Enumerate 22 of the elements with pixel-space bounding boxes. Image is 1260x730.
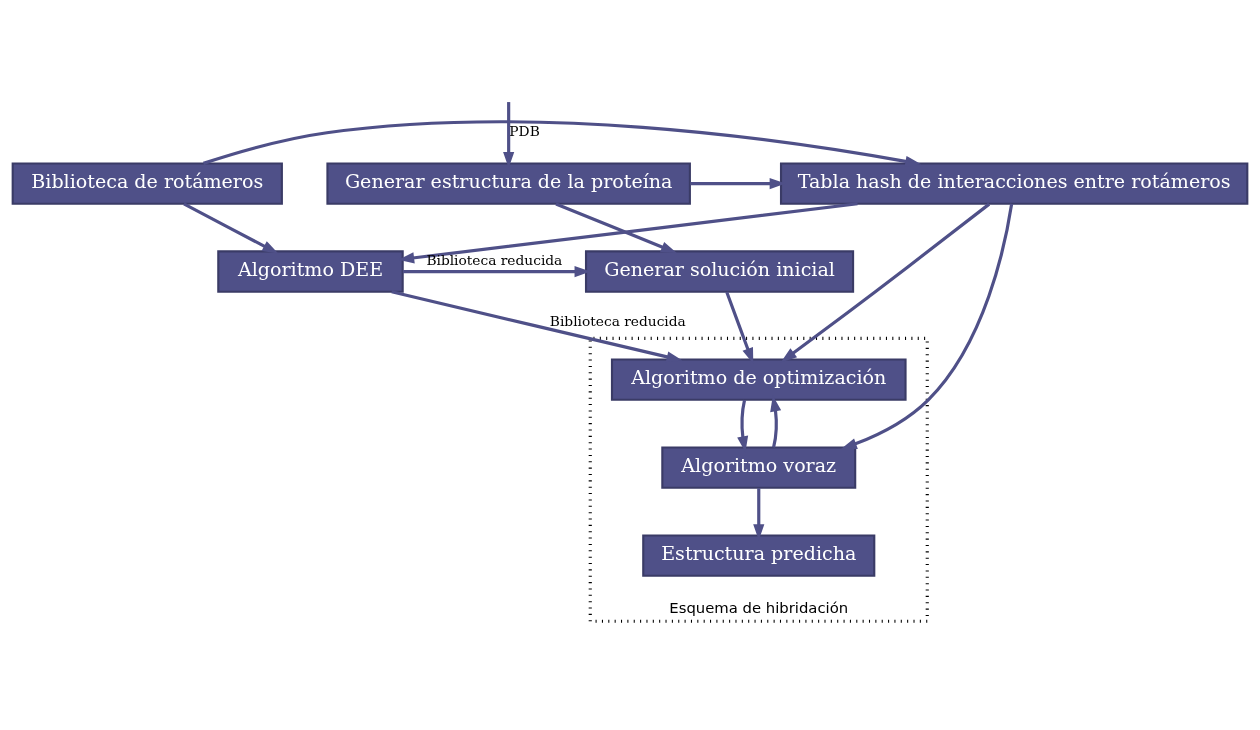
arrow <box>753 487 765 540</box>
arrow <box>398 201 858 263</box>
arrow <box>840 203 1014 449</box>
arrow <box>737 399 749 452</box>
edge-label: Biblioteca reducida <box>549 312 686 329</box>
arrow <box>503 101 515 168</box>
arrow <box>391 289 683 362</box>
edge-label: PDB <box>509 122 540 139</box>
arrow <box>183 202 279 254</box>
arrow <box>202 119 922 167</box>
edge-label: Biblioteca reducida <box>426 251 563 268</box>
node-box: Algoritmo voraz <box>661 445 857 489</box>
node-box: Biblioteca de rotámeros <box>11 161 283 205</box>
arrow <box>555 201 677 253</box>
node-box: Algoritmo de optimización <box>610 357 907 401</box>
arrow <box>725 291 754 364</box>
node-box: Generar estructura de la proteína <box>326 161 691 205</box>
node-box: Algoritmo DEE <box>217 249 404 293</box>
node-box: Tabla hash de interacciones entre rotámeros <box>779 161 1249 205</box>
node-box: Generar solución inicial <box>584 249 855 293</box>
node-box: Estructura predicha <box>642 533 876 577</box>
arrow <box>780 202 991 362</box>
